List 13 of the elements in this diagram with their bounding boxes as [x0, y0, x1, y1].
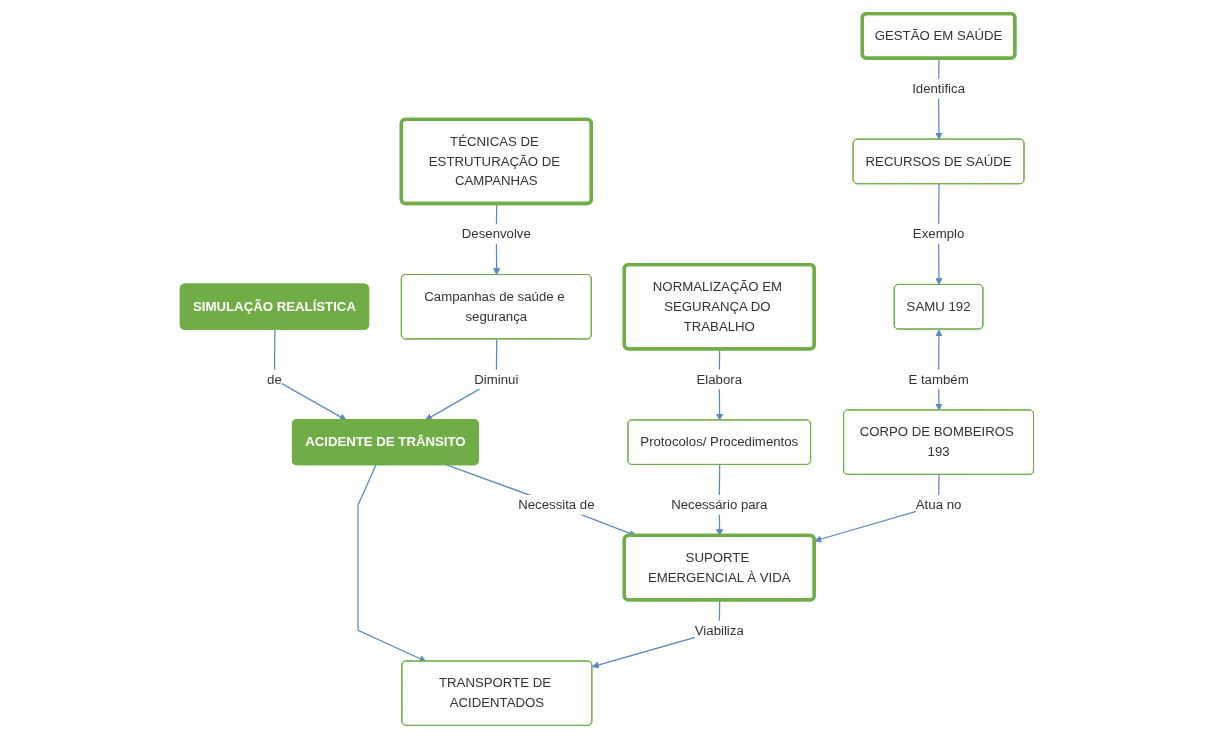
edge-label: Necessita de — [518, 496, 595, 512]
edge-label: Elabora — [696, 371, 743, 386]
arrow — [274, 328, 348, 421]
edge-label: Necessário para — [671, 496, 768, 512]
arrow — [357, 463, 427, 662]
edge-label: de — [267, 371, 283, 386]
edge-label: Diminui — [474, 371, 519, 386]
edge-label: E também — [908, 371, 970, 386]
edge-label: Identifica — [912, 80, 966, 95]
edge-label: Exemplo — [913, 226, 965, 241]
edge-label: Viabiliza — [695, 622, 745, 637]
edge-label: Desenvolve — [462, 226, 532, 241]
edge-label: Atua no — [916, 496, 962, 512]
